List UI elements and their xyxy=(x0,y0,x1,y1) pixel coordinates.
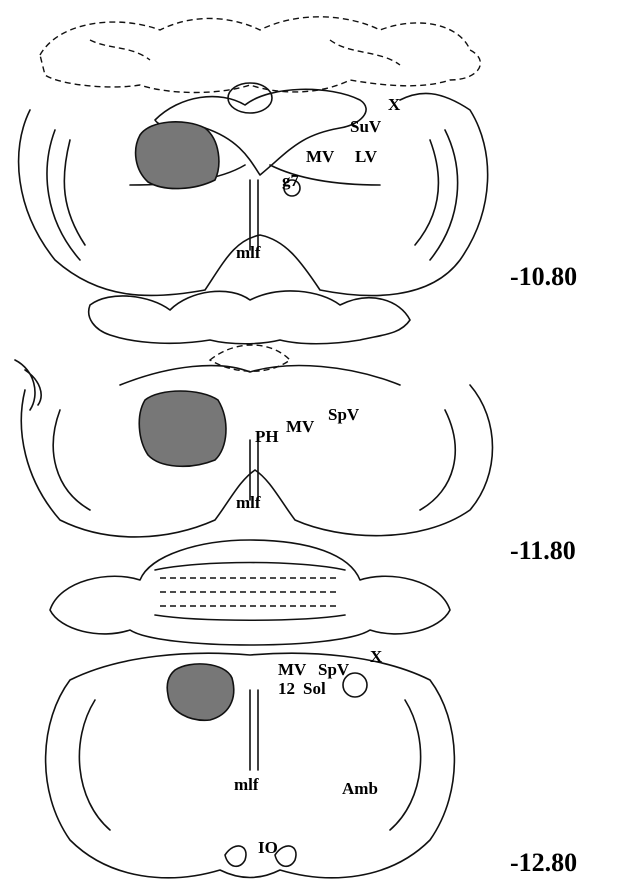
label-12: 12 xyxy=(278,679,295,698)
label-sol: Sol xyxy=(303,679,326,698)
label-mlf: mlf xyxy=(236,243,261,262)
midline-raphe-bottom xyxy=(250,690,258,770)
label-lv: LV xyxy=(355,147,378,166)
label-ph: PH xyxy=(255,427,279,446)
inferior-olive-left xyxy=(225,846,246,866)
label-mv: MV xyxy=(306,147,335,166)
section-bottom: MV SpV X 12 Sol mlf Amb IO xyxy=(46,540,455,878)
coordinate-label-middle: -11.80 xyxy=(510,536,576,566)
brainstem-outline-top xyxy=(19,93,488,295)
vermis-circle xyxy=(228,83,272,113)
section-middle: PH MV SpV mlf xyxy=(15,291,493,537)
lesion-area-top xyxy=(136,122,219,189)
coordinate-label-top: -10.80 xyxy=(510,262,577,292)
cerebellar-peduncle-right-mid xyxy=(420,410,455,510)
cerebellum-fold xyxy=(330,40,400,65)
label-io: IO xyxy=(258,838,278,857)
label-mv-mid: MV xyxy=(286,417,315,436)
cerebellar-peduncle-left-mid xyxy=(53,410,90,510)
label-spv-bottom: SpV xyxy=(318,660,350,679)
label-amb: Amb xyxy=(342,779,378,798)
label-g7: g7 xyxy=(282,171,300,190)
fourth-ventricle-middle xyxy=(120,366,400,385)
label-mv-bottom: MV xyxy=(278,660,307,679)
section-top: X SuV MV LV g7 mlf xyxy=(19,17,488,296)
label-suv: SuV xyxy=(350,117,382,136)
coordinate-label-bottom: -12.80 xyxy=(510,848,577,878)
peduncle-right-bottom xyxy=(390,700,421,830)
lateral-recess-left xyxy=(15,360,41,410)
label-x: X xyxy=(388,95,401,114)
lesion-area-bottom xyxy=(167,664,233,720)
label-x-bottom: X xyxy=(370,647,383,666)
brainstem-outline-middle xyxy=(21,385,492,537)
cerebellum-outline-top xyxy=(40,17,480,93)
label-mlf-bottom: mlf xyxy=(234,775,259,794)
midline-raphe xyxy=(250,180,258,250)
inferior-olive-right xyxy=(275,846,296,866)
cerebellar-peduncle-left xyxy=(47,130,85,260)
peduncle-left-bottom xyxy=(79,700,110,830)
cerebellum-fold xyxy=(90,40,150,60)
lesion-area-middle xyxy=(139,391,226,466)
label-spv-mid: SpV xyxy=(328,405,360,424)
label-mlf-mid: mlf xyxy=(236,493,261,512)
cerebellar-peduncle-right xyxy=(415,130,458,260)
cerebellum-outline-middle xyxy=(89,291,410,344)
